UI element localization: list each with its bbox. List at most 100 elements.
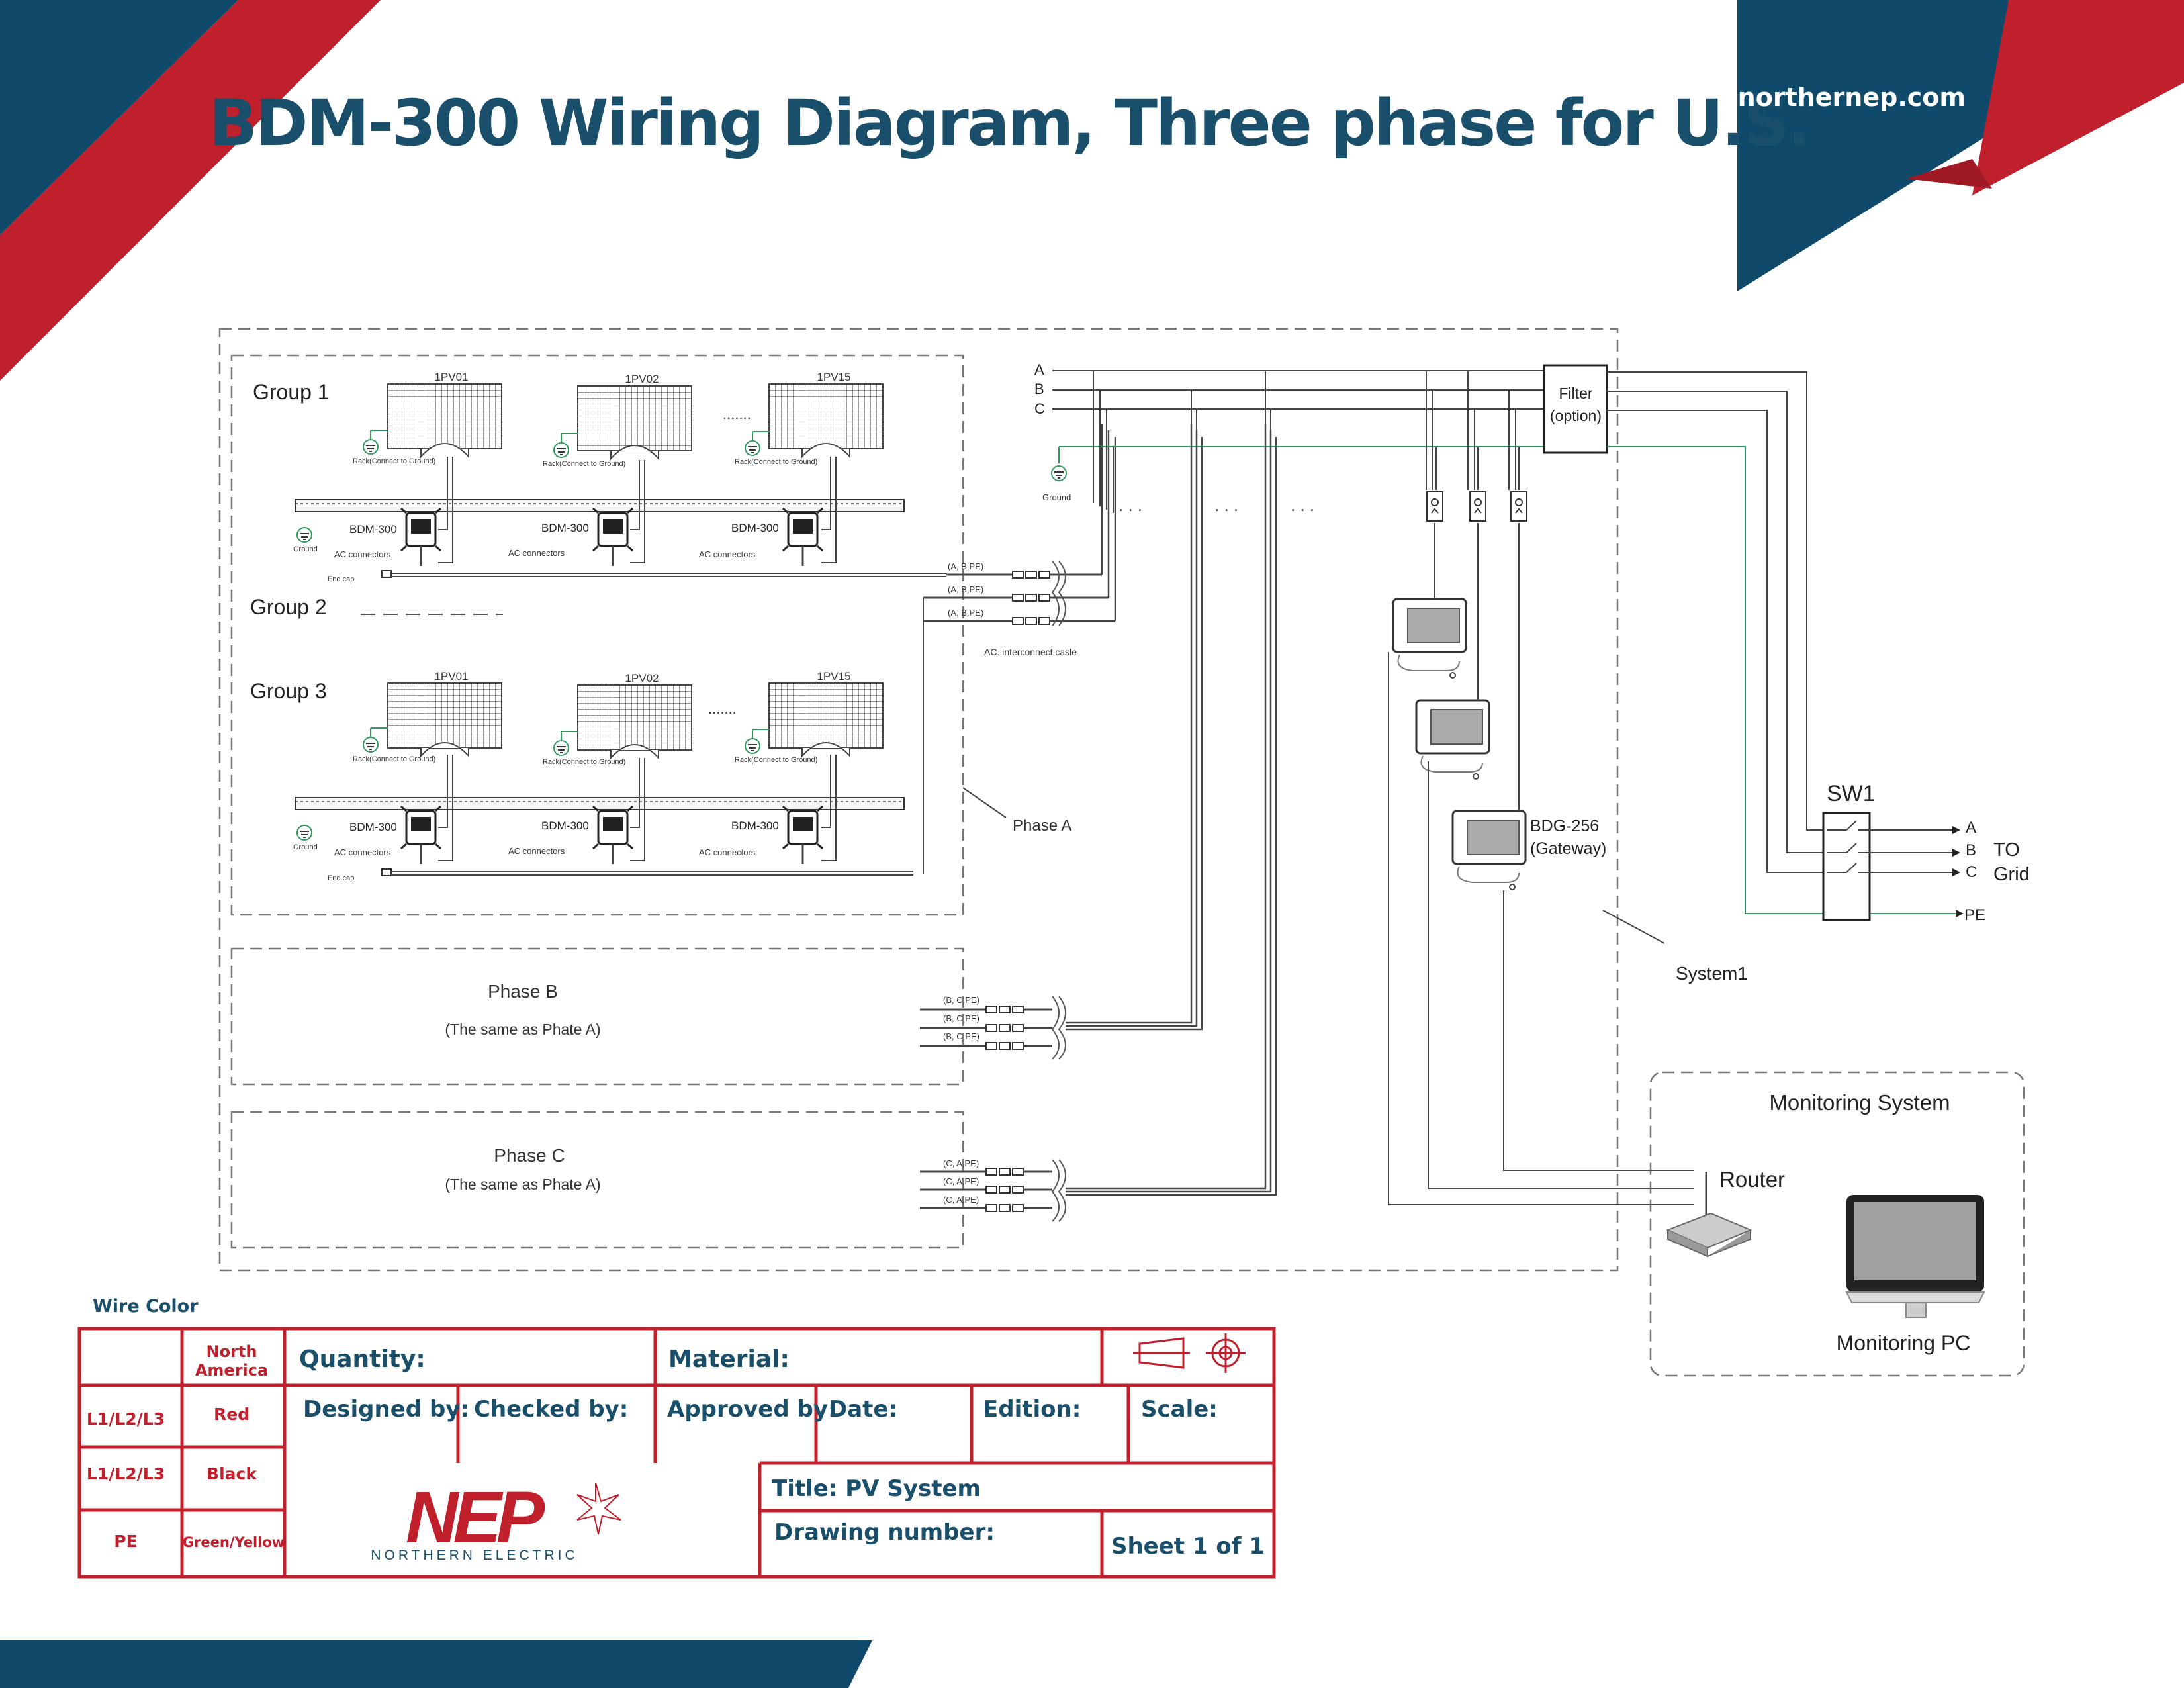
- phase-b-box: [230, 947, 964, 1086]
- phase-a-cables: (A, B,PE) (A, B,PE) (A, B,PE) AC. interc…: [923, 424, 1116, 874]
- cable-b-label: (B, C,PE): [943, 1031, 979, 1041]
- wire-row-3-color: Green/Yellow: [183, 1534, 285, 1550]
- to-grid-label: TO: [1993, 839, 2020, 861]
- ground-label: Ground: [293, 843, 318, 851]
- end-cap-label: End cap: [328, 575, 354, 583]
- gateway-label: BDG-256: [1530, 817, 1599, 835]
- out-c-label: C: [1966, 863, 1977, 881]
- ac-connectors-label: AC connectors: [699, 549, 756, 559]
- inverter-label: BDM-300: [731, 522, 779, 534]
- nep-logo-subtitle: NORTHERN ELECTRIC: [371, 1548, 578, 1563]
- ac-connectors-label: AC connectors: [508, 548, 565, 558]
- material-field[interactable]: Material:: [668, 1346, 790, 1373]
- sw1-label: SW1: [1827, 781, 1876, 806]
- filter-box: [1543, 364, 1608, 454]
- cable-a-label: (A, B,PE): [948, 585, 983, 594]
- cable-c-label: (C, A,PE): [943, 1195, 979, 1205]
- sw1-switch: SW1 A B C PE TO Grid: [1822, 781, 2030, 924]
- checked-by-field[interactable]: Checked by:: [474, 1396, 628, 1423]
- gateways: BDG-256 (Gateway) System1: [1388, 523, 1748, 1205]
- pv-label: 1PV01: [434, 371, 468, 383]
- inverter-label: BDM-300: [541, 522, 589, 534]
- inverter-label: BDM-300: [349, 821, 397, 833]
- bottom-navy-band: [0, 1640, 872, 1688]
- router-label: Router: [1719, 1167, 1785, 1192]
- svg-text:. . .: . . .: [1118, 495, 1142, 515]
- phase-c-note: (The same as Phate A): [445, 1176, 600, 1193]
- rack-label: Rack(Connect to Ground): [543, 460, 625, 468]
- system1-label: System1: [1676, 963, 1748, 984]
- edition-field[interactable]: Edition:: [983, 1396, 1081, 1423]
- wire-row-1-color: Red: [214, 1405, 250, 1424]
- to-grid-label-2: Grid: [1993, 864, 2030, 885]
- cable-a-label: (A, B,PE): [948, 608, 983, 618]
- phase-c-box: [230, 1111, 964, 1249]
- phase-c: Phase C (The same as Phate A) (C, A,PE) …: [445, 424, 1277, 1222]
- cable-b-label: (B, C,PE): [943, 995, 979, 1005]
- bus-a-label: A: [1034, 361, 1044, 378]
- ac-connectors-label: AC connectors: [334, 847, 391, 857]
- ground-label: Ground: [293, 545, 318, 553]
- pv-label: 1PV15: [817, 670, 850, 682]
- top-left-red-band: [0, 0, 381, 381]
- svg-text:.......: .......: [708, 700, 737, 717]
- end-cap-label: End cap: [328, 874, 354, 882]
- top-right-red-fold: [1906, 159, 1992, 189]
- group-3-label: Group 3: [250, 679, 327, 703]
- pv-label: 1PV15: [817, 371, 850, 383]
- wire-row-1-wire: L1/L2/L3: [87, 1409, 165, 1429]
- designed-by-field[interactable]: Designed by:: [303, 1396, 469, 1423]
- monitoring-pc-label: Monitoring PC: [1837, 1331, 1971, 1355]
- monitoring-system: Monitoring System Router Monitoring PC: [1666, 1090, 1985, 1355]
- pv-label: 1PV02: [625, 672, 659, 684]
- phase-a-label: Phase A: [1013, 817, 1071, 835]
- group-2-label: Group 2: [250, 595, 327, 619]
- filter-label: Filter: [1559, 385, 1592, 402]
- scale-field[interactable]: Scale:: [1141, 1396, 1218, 1423]
- group-3-array: 1PV01 1PV02 1PV15 ....... Rack(Connect t…: [293, 670, 913, 882]
- ac-connectors-label: AC connectors: [334, 549, 391, 559]
- pv-label: 1PV02: [625, 373, 659, 385]
- wire-color-title: Wire Color: [93, 1296, 199, 1317]
- cable-b-label: (B, C,PE): [943, 1013, 979, 1023]
- cable-c-label: (C, A,PE): [943, 1176, 979, 1186]
- ground-label: Ground: [1042, 492, 1071, 502]
- svg-text:.......: .......: [723, 406, 751, 422]
- drawing-title: Title: PV System: [772, 1476, 981, 1502]
- inverter-label: BDM-300: [731, 820, 779, 832]
- rack-label: Rack(Connect to Ground): [353, 457, 435, 465]
- group-1-array: 1PV01 1PV02 1PV15 ....... Rack(Connect t…: [293, 371, 946, 583]
- out-a-label: A: [1966, 819, 1976, 837]
- approved-by-field[interactable]: Approved by:: [667, 1396, 837, 1423]
- phase-b-label: Phase B: [488, 981, 558, 1002]
- phase-b-note: (The same as Phate A): [445, 1021, 600, 1038]
- nep-logo: NEP NORTHERN ELECTRIC: [371, 1477, 621, 1563]
- date-field[interactable]: Date:: [829, 1396, 897, 1423]
- ac-connectors-label: AC connectors: [508, 846, 565, 856]
- website-label[interactable]: northernep.com: [1737, 83, 1966, 112]
- svg-text:. . .: . . .: [1291, 495, 1314, 515]
- gateway-sub-label: (Gateway): [1530, 839, 1606, 858]
- interconnect-label: AC. interconnect casle: [984, 647, 1077, 657]
- bus-b-label: B: [1034, 381, 1044, 397]
- out-pe-label: PE: [1964, 906, 1985, 924]
- page-title: BDM-300 Wiring Diagram, Three phase for …: [208, 86, 1812, 160]
- wire-row-2-color: Black: [206, 1464, 257, 1483]
- wire-row-3-wire: PE: [114, 1532, 137, 1551]
- abc-bus: A B C Ground . . . . . . . . . Filter: [1034, 361, 1962, 914]
- quantity-field[interactable]: Quantity:: [299, 1346, 426, 1373]
- projection-symbol-icon: [1133, 1333, 1246, 1373]
- wire-row-2-wire: L1/L2/L3: [87, 1464, 165, 1483]
- drawing-number-field[interactable]: Drawing number:: [774, 1519, 995, 1546]
- rack-label: Rack(Connect to Ground): [735, 756, 817, 764]
- system-boundary: [218, 328, 1619, 1272]
- cable-c-label: (C, A,PE): [943, 1158, 979, 1168]
- monitoring-label: Monitoring System: [1769, 1090, 1950, 1115]
- svg-text:. . .: . . .: [1214, 495, 1238, 515]
- group-1-label: Group 1: [253, 380, 330, 404]
- pv-label: 1PV01: [434, 670, 468, 682]
